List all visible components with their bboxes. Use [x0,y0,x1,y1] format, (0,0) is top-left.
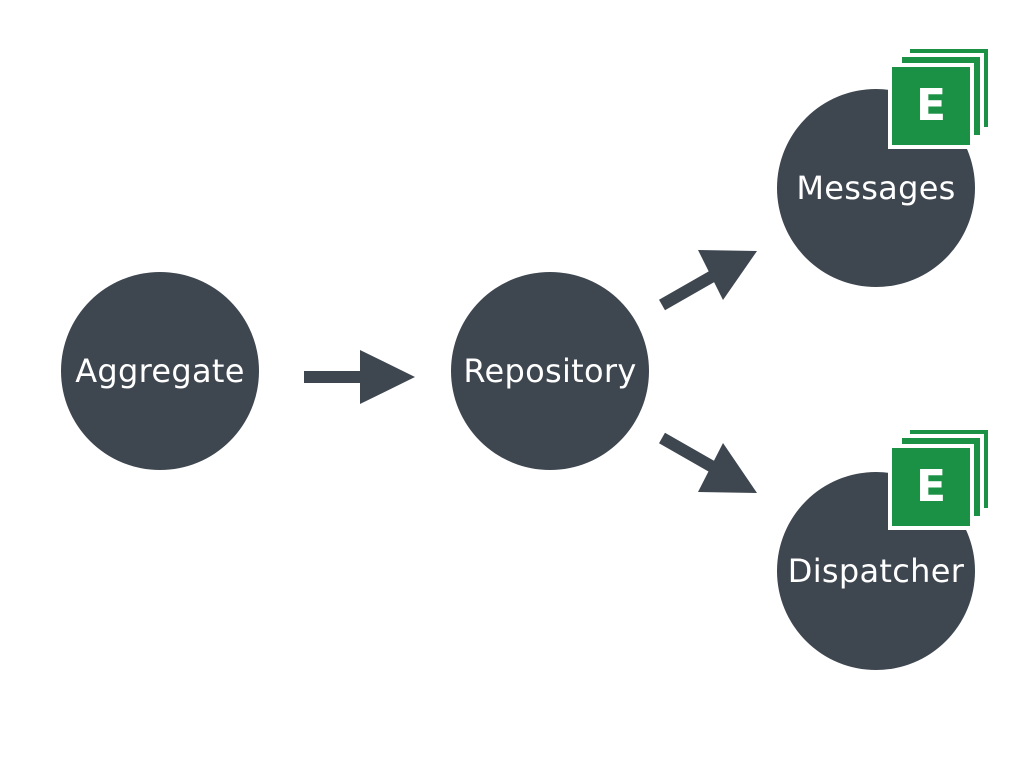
arrowhead [698,250,757,300]
arrow-repository-to-dispatcher [659,432,757,493]
arrowhead [698,443,757,493]
event-stack-badge-dispatcher: E [886,424,996,534]
event-card-front: E [888,444,974,530]
node-label: Messages [796,169,956,207]
event-stack-badge-messages: E [886,43,996,153]
node-repository: Repository [451,272,649,470]
event-card-front: E [888,63,974,149]
arrowhead [360,350,415,404]
arrow-repository-to-messages [659,250,757,311]
event-badge-letter: E [915,461,947,512]
node-label: Repository [463,352,637,390]
node-label: Aggregate [75,352,245,390]
event-badge-letter: E [915,80,947,131]
node-label: Dispatcher [787,552,965,590]
arrow-aggregate-to-repository [304,350,415,404]
node-messages: Messages [777,89,975,287]
node-aggregate: Aggregate [61,272,259,470]
